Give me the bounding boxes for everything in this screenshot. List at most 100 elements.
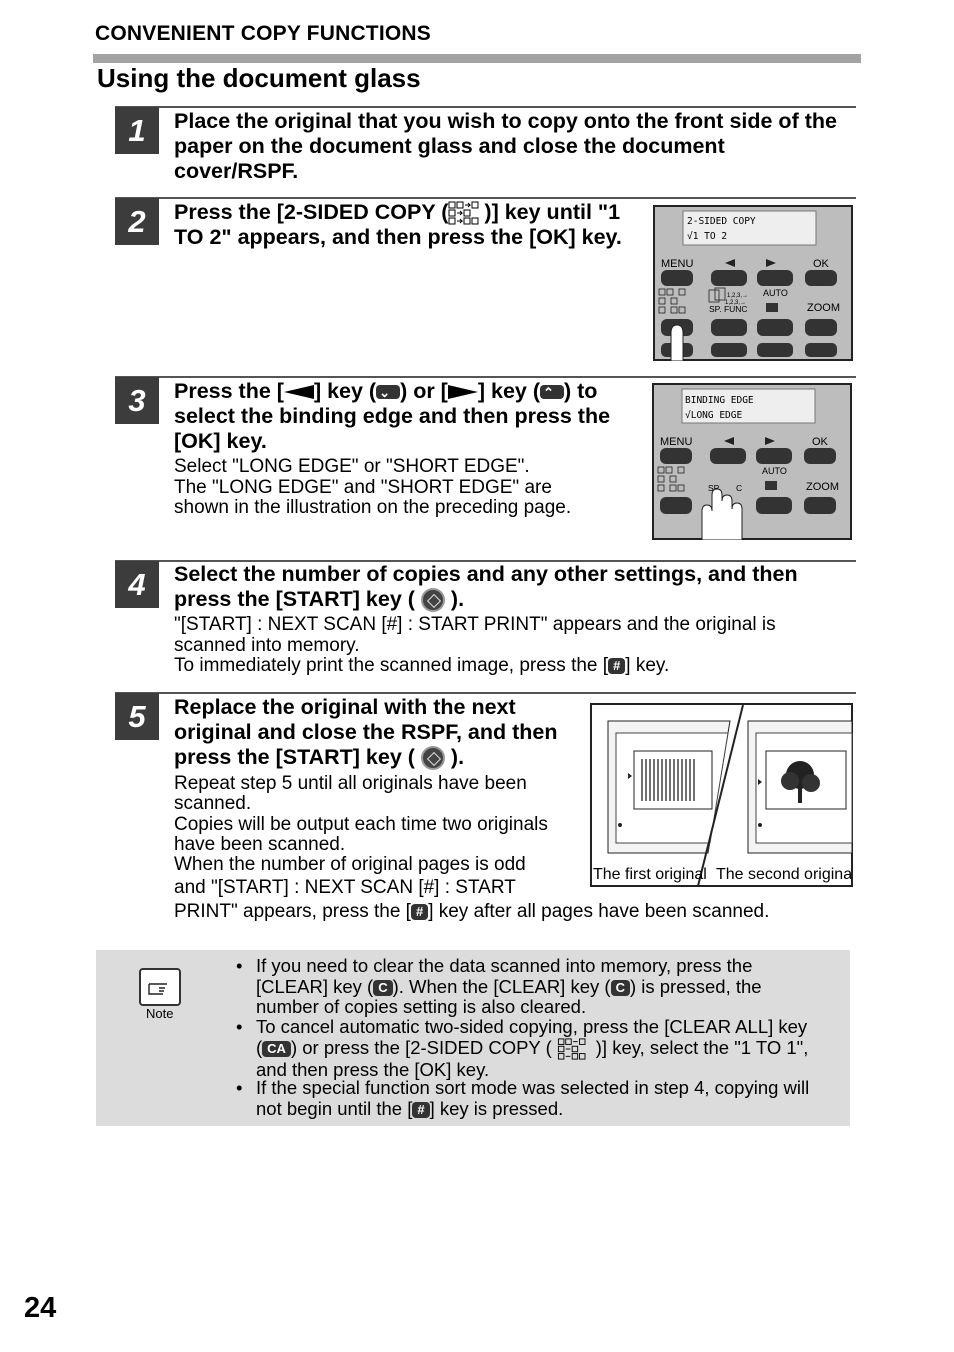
step-3-heading-a: Press the [ xyxy=(174,379,284,403)
left-arrow-icon xyxy=(283,385,314,400)
down-key-icon: ⌄ xyxy=(376,385,401,400)
left-key xyxy=(711,270,747,286)
step-3-control-panel: BINDING EDGE √LONG EDGE MENU OK SP C AUT… xyxy=(652,383,852,540)
note-bullet-2: To cancel automatic two-sided copying, p… xyxy=(256,1016,846,1080)
note-bullet-1-marker: • xyxy=(236,955,243,976)
step-4-heading-a: Select the number of copies and any othe… xyxy=(174,562,798,611)
zoom-label: ZOOM xyxy=(807,302,840,314)
lcd-line-2: √1 TO 2 xyxy=(687,231,727,242)
key-icon: # xyxy=(412,1101,430,1118)
step-3-heading-e: ) to select the binding edge and then pr… xyxy=(174,379,611,453)
key-icon: CA xyxy=(262,1040,291,1057)
step-5-heading: Replace the original with the next origi… xyxy=(174,695,574,771)
step-3-heading-b: ] key ( xyxy=(313,379,377,403)
svg-text:1,2,3,→: 1,2,3,→ xyxy=(725,300,746,306)
step-5-heading-b: ). xyxy=(450,745,465,769)
note-line: If you need to clear the data scanned in… xyxy=(256,955,753,976)
step-4-heading-b: ). xyxy=(450,587,465,611)
note-line: number of copies setting is also cleared… xyxy=(256,996,587,1017)
step-2-heading: Press the [2-SIDED COPY ()] key until "1… xyxy=(174,200,644,250)
key-icon: C xyxy=(373,979,393,996)
lcd-line-1: BINDING EDGE xyxy=(685,395,754,406)
start-key-icon xyxy=(420,746,445,771)
note-line: not begin until the [#] key is pressed. xyxy=(256,1097,564,1119)
svg-text:1,2,3,→: 1,2,3,→ xyxy=(727,293,748,299)
second-original-caption: The second original xyxy=(716,866,853,883)
step-5-line-6: and "[START] : NEXT SCAN [#] : START xyxy=(174,877,516,899)
step-5-rule xyxy=(115,692,856,694)
two-sided-copy-icon xyxy=(448,201,479,225)
note-line: [CLEAR] key (C). When the [CLEAR] key (C… xyxy=(256,975,762,997)
section-header: CONVENIENT COPY FUNCTIONS xyxy=(95,22,431,45)
menu-label: MENU xyxy=(661,258,693,270)
sp-func-label: SP. FUNC xyxy=(709,304,748,314)
lcd-line-2: √LONG EDGE xyxy=(685,410,742,421)
first-original-page xyxy=(641,759,695,801)
step-4-rule xyxy=(115,560,856,562)
tree-icon xyxy=(781,761,820,803)
originals-illustration: The first original The second original xyxy=(590,703,853,887)
note-line: To cancel automatic two-sided copying, p… xyxy=(256,1016,808,1037)
step-4-body-b: To immediately print the scanned image, … xyxy=(174,655,670,676)
hand-icon xyxy=(701,488,743,540)
two-sided-copy-icon xyxy=(557,1038,586,1060)
ok-label: OK xyxy=(813,258,830,270)
step-5-body: Repeat step 5 until all originals have b… xyxy=(174,773,770,922)
step-5-line-3: Copies will be output each time two orig… xyxy=(174,813,548,835)
step-2-heading-b: )] key until "1 TO 2" appears, and then … xyxy=(174,200,622,250)
step-4-heading: Select the number of copies and any othe… xyxy=(174,562,854,613)
step-2-rule xyxy=(115,197,856,199)
step-5-line-7: PRINT" appears, press the [#] key after … xyxy=(174,900,770,922)
menu-key xyxy=(661,270,693,286)
svg-text:C: C xyxy=(736,483,742,493)
step-2-number: 2 xyxy=(115,198,159,245)
step-3-heading-c: ) or [ xyxy=(400,379,448,403)
step-5-heading-a: Replace the original with the next origi… xyxy=(174,695,558,769)
note-bullet-3: If the special function sort mode was se… xyxy=(256,1077,846,1119)
step-1-heading: Place the original that you wish to copy… xyxy=(174,109,837,183)
finger-icon xyxy=(670,324,684,361)
svg-text:SP: SP xyxy=(708,483,720,493)
step-2-heading-a: Press the [2-SIDED COPY ( xyxy=(174,200,449,224)
hash-key-icon: # xyxy=(608,657,626,674)
step-3-number: 3 xyxy=(115,377,159,424)
left-arrow-icon xyxy=(725,259,735,267)
svg-text:MENU: MENU xyxy=(660,436,692,448)
note-line: and then press the [OK] key. xyxy=(256,1058,490,1080)
step-3-rule xyxy=(115,376,856,378)
step-5-line-5: When the number of original pages is odd xyxy=(174,854,526,876)
step-3-heading-d: ] key ( xyxy=(477,379,540,403)
step-5-line-2: scanned. xyxy=(174,793,252,815)
up-key-icon: ⌃ xyxy=(540,385,564,400)
first-original-caption: The first original xyxy=(593,866,707,883)
step-4-body-a: "[START] : NEXT SCAN [#] : START PRINT" … xyxy=(174,614,776,656)
step-1-rule xyxy=(115,106,856,108)
svg-text:AUTO: AUTO xyxy=(762,466,787,476)
step-5-line-4: have been scanned. xyxy=(174,833,346,855)
key-icon: C xyxy=(610,979,630,996)
note-bullet-1: If you need to clear the data scanned in… xyxy=(256,955,846,1018)
pointing-hand-note-icon xyxy=(139,968,181,1006)
header-rule xyxy=(93,54,861,63)
step-1-number: 1 xyxy=(115,107,159,154)
note-bullet-2-marker: • xyxy=(236,1016,243,1037)
step-4-number: 4 xyxy=(115,561,159,608)
step-3-heading: Press the [] key (⌄) or [] key (⌃) to se… xyxy=(174,379,644,454)
svg-text:ZOOM: ZOOM xyxy=(806,481,839,493)
right-arrow-icon xyxy=(766,259,776,267)
right-arrow-icon xyxy=(447,385,478,400)
note-line: If the special function sort mode was se… xyxy=(256,1077,810,1098)
svg-text:OK: OK xyxy=(812,436,829,448)
auto-label: AUTO xyxy=(763,288,788,298)
ok-key xyxy=(805,270,837,286)
step-5-number: 5 xyxy=(115,693,159,740)
page-title: Using the document glass xyxy=(97,63,421,93)
step-4-body: "[START] : NEXT SCAN [#] : START PRINT" … xyxy=(174,614,844,677)
step-3-body-line-1: Select "LONG EDGE" or "SHORT EDGE". xyxy=(174,456,530,477)
page-number: 24 xyxy=(24,1292,57,1324)
lcd-line-1: 2-SIDED COPY xyxy=(687,216,756,227)
hash-key-icon: # xyxy=(410,903,429,920)
note-label: Note xyxy=(146,1006,174,1021)
step-3-body-line-2: The "LONG EDGE" and "SHORT EDGE" are xyxy=(174,476,552,498)
note-box xyxy=(96,950,850,1126)
